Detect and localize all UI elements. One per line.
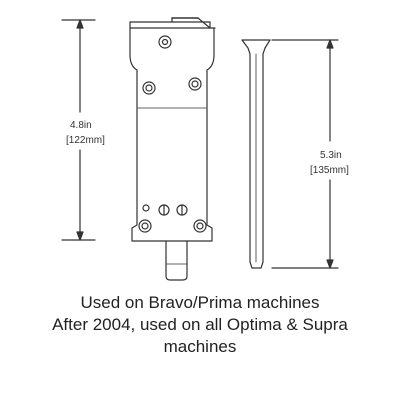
part-diagram: 4.8in [122mm] 5.3in [135mm] — [61, 17, 349, 281]
caption: Used on Bravo/Prima machines After 2004,… — [0, 292, 400, 358]
right-dimension-inches: 5.3in — [320, 150, 342, 161]
lower-left-screw — [138, 219, 152, 233]
center-screw-right — [176, 204, 188, 216]
left-dimension-mm: [122mm] — [66, 135, 105, 146]
lower-right-screw — [193, 219, 207, 233]
caption-line-2: After 2004, used on all Optima & Supra — [52, 315, 348, 334]
upper-left-screw — [142, 81, 156, 95]
caption-line-1: Used on Bravo/Prima machines — [80, 293, 320, 312]
mounting-block — [129, 17, 216, 242]
center-screw-left — [158, 204, 170, 216]
top-hole — [158, 35, 172, 49]
left-dimension-inches: 4.8in — [70, 120, 92, 131]
small-hole — [142, 204, 150, 212]
pin-rod — [241, 39, 271, 269]
caption-line-3: machines — [163, 337, 237, 356]
right-dimension-mm: [135mm] — [310, 165, 349, 176]
left-dimension-line — [61, 19, 96, 241]
upper-right-screw — [188, 77, 202, 91]
bottom-shaft — [165, 240, 188, 281]
right-dimension-line — [271, 39, 339, 269]
